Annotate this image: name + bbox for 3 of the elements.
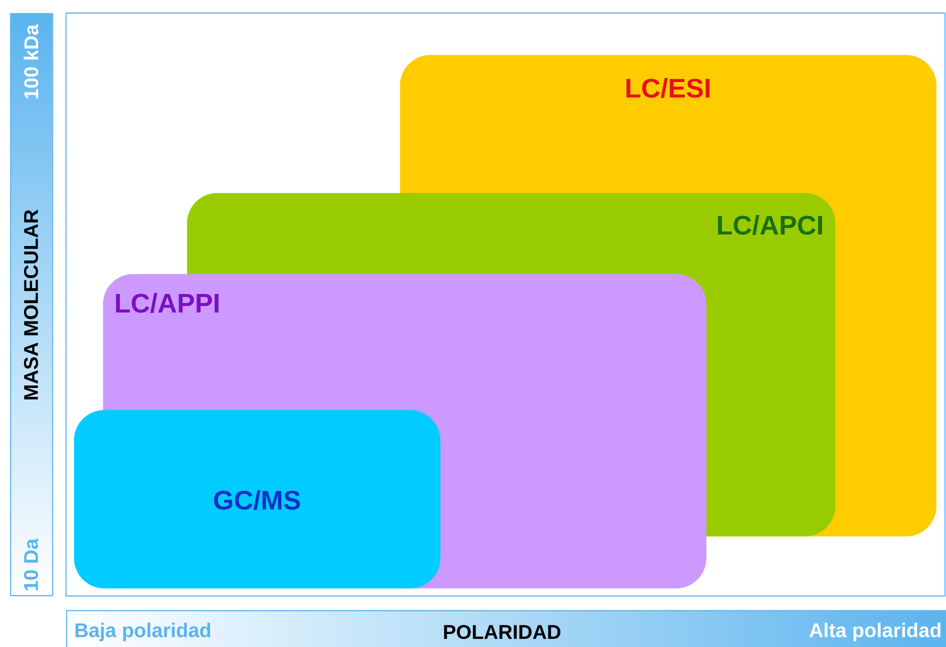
region-box: GC/MS [74, 410, 440, 588]
axis-band: 100 kDa MASA MOLECULAR 10 Da [10, 13, 54, 596]
axis-band: Baja polaridad POLARIDAD Alta polaridad [66, 610, 946, 647]
